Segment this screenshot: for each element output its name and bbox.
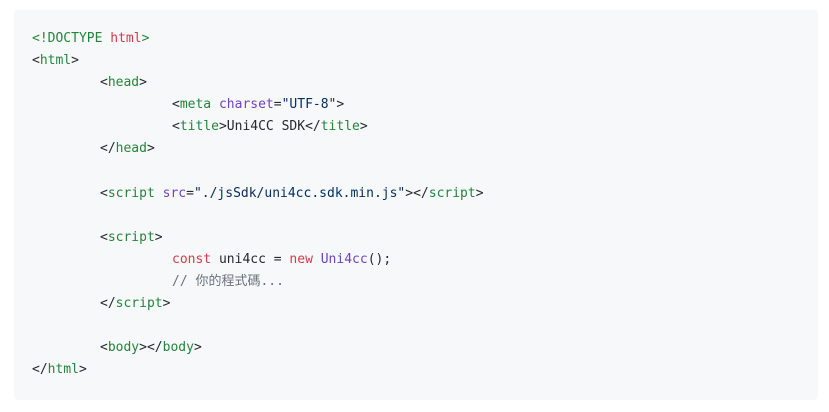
code-line-blank xyxy=(32,315,818,337)
punc-eq: = xyxy=(273,97,282,113)
doctype-keyword: DOCTYPE xyxy=(47,31,103,46)
punc-gt: > xyxy=(162,296,171,312)
html-tag: html xyxy=(47,362,79,378)
punc-gt: > xyxy=(405,185,414,201)
code-line-script-close: </script> xyxy=(32,293,818,315)
code-line-const: const uni4cc = new Uni4cc(); xyxy=(32,249,818,271)
punc-lt-slash: </ xyxy=(32,362,48,378)
code-line-body: <body></body> xyxy=(32,337,818,359)
punc-lt: < xyxy=(100,185,108,201)
punc-lt: < xyxy=(172,119,180,135)
punc-eq: = xyxy=(186,185,194,201)
doctype-value: html xyxy=(110,31,142,46)
space xyxy=(313,252,321,267)
punc-lt: < xyxy=(32,53,40,69)
code-comment: // 你的程式碼... xyxy=(172,274,284,290)
body-tag: body xyxy=(107,340,140,356)
punc-gt: > xyxy=(475,185,484,201)
src-attr: src xyxy=(162,185,187,201)
script-tag: script xyxy=(115,296,163,312)
code-line-script-src: <script src="./jsSdk/uni4cc.sdk.min.js">… xyxy=(32,183,818,205)
punc-gt: > xyxy=(139,75,147,91)
script-tag: script xyxy=(107,229,155,245)
punc-gt: > xyxy=(336,97,345,113)
code-line-blank xyxy=(32,205,818,227)
meta-value: "UTF-8" xyxy=(281,97,337,113)
meta-tag: meta xyxy=(179,97,212,113)
code-line-html-close: </html> xyxy=(32,359,818,381)
call-end: (); xyxy=(367,251,392,267)
space xyxy=(211,97,219,112)
head-tag: head xyxy=(115,141,147,157)
src-value: "./jsSdk/uni4cc.sdk.min.js" xyxy=(193,185,406,201)
body-tag: body xyxy=(162,340,194,356)
code-block: <!DOCTYPE html> <html> <head> <meta char… xyxy=(14,10,818,400)
code-line-html-open: <html> xyxy=(32,50,818,72)
script-tag: script xyxy=(107,185,155,201)
punc-gt: > xyxy=(359,119,368,135)
space xyxy=(155,186,163,201)
punc-gt: > xyxy=(193,340,202,356)
new-keyword: new xyxy=(289,251,313,267)
punc-gt: > xyxy=(218,119,227,135)
code-line-head-open: <head> xyxy=(32,72,818,94)
punc-gt: > xyxy=(139,340,147,356)
code-line-blank xyxy=(32,161,818,183)
punc-lt-slash: </ xyxy=(146,340,163,356)
punc-gt: > xyxy=(71,53,79,69)
punc-lt-slash: </ xyxy=(100,296,116,312)
doctype-close: > xyxy=(141,31,150,46)
punc-lt: < xyxy=(172,97,180,113)
code-line-title: <title>Uni4CC SDK</title> xyxy=(32,116,818,138)
punc-lt: < xyxy=(100,340,108,356)
punc-gt: > xyxy=(78,362,87,378)
punc-lt-slash: </ xyxy=(100,141,116,157)
class-name: Uni4cc xyxy=(320,251,368,267)
punc-lt-slash: </ xyxy=(413,185,429,201)
code-line-meta: <meta charset="UTF-8"> xyxy=(32,94,818,116)
title-tag: title xyxy=(320,119,360,135)
script-tag: script xyxy=(428,185,476,201)
title-tag: title xyxy=(179,119,219,135)
head-tag: head xyxy=(107,75,140,91)
code-line-doctype: <!DOCTYPE html> xyxy=(32,28,818,50)
code-line-comment: // 你的程式碼... xyxy=(32,271,818,293)
punc-gt: > xyxy=(154,229,163,245)
var-declaration: uni4cc = xyxy=(211,251,290,267)
title-text: Uni4CC SDK xyxy=(226,119,306,135)
const-keyword: const xyxy=(172,251,212,267)
html-tag: html xyxy=(39,53,72,69)
code-line-head-close: </head> xyxy=(32,138,818,160)
meta-attr: charset xyxy=(218,97,274,113)
punc-gt: > xyxy=(146,141,155,157)
punc-lt: < xyxy=(100,229,108,245)
doctype-open: <! xyxy=(32,31,48,46)
punc-lt: < xyxy=(100,75,108,91)
punc-lt-slash: </ xyxy=(305,119,321,135)
code-line-script-open: <script> xyxy=(32,227,818,249)
